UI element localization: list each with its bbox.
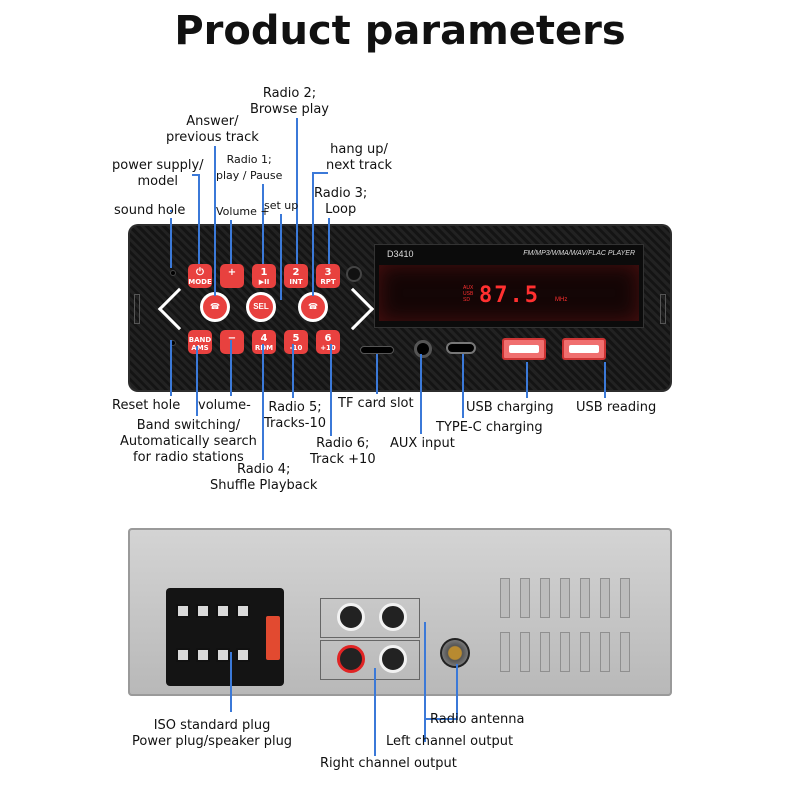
callout-line bbox=[230, 220, 232, 264]
display-modes: AUX USB SD bbox=[463, 285, 474, 303]
callout-line bbox=[526, 362, 528, 398]
label-right-channel: Right channel output bbox=[320, 756, 457, 771]
model-number: D3410 bbox=[387, 249, 414, 259]
callout-line bbox=[214, 146, 216, 296]
rca-block-bottom bbox=[320, 640, 420, 680]
callout-line bbox=[328, 218, 330, 264]
callout-line bbox=[170, 210, 172, 212]
aux-input-port[interactable] bbox=[414, 340, 432, 358]
callout-line bbox=[462, 354, 464, 418]
label-left-channel: Left channel output bbox=[386, 734, 514, 749]
callout-line bbox=[230, 652, 232, 712]
callout-line bbox=[374, 668, 376, 756]
band-ams-button[interactable]: BAND AMS bbox=[188, 330, 212, 354]
preset-6-button[interactable]: 6 +10 bbox=[316, 330, 340, 354]
frequency-unit: MHz bbox=[555, 297, 568, 303]
callout-line bbox=[170, 218, 172, 268]
chevron-right-icon bbox=[331, 287, 375, 331]
select-button[interactable]: SEL bbox=[246, 292, 276, 322]
callout-line bbox=[312, 172, 328, 174]
rca-jack[interactable] bbox=[337, 645, 365, 673]
callout-line bbox=[292, 344, 294, 398]
right-bracket-slot bbox=[660, 294, 666, 324]
chevron-left-icon bbox=[157, 287, 201, 331]
label-radio5: Radio 5; Tracks-10 bbox=[264, 400, 327, 431]
lcd-display: D3410 FM/MP3/WMA/WAV/FLAC PLAYER AUX USB… bbox=[374, 244, 644, 328]
callout-line bbox=[262, 344, 264, 460]
label-sound-hole: sound hole bbox=[114, 203, 186, 218]
callout-line bbox=[424, 718, 458, 720]
preset-2-button[interactable]: 2 INT bbox=[284, 264, 308, 288]
callout-line bbox=[198, 176, 200, 264]
preset-3-button[interactable]: 3 RPT bbox=[316, 264, 340, 288]
preset-5-button[interactable]: 5 -10 bbox=[284, 330, 308, 354]
player-formats: FM/MP3/WMA/WAV/FLAC PLAYER bbox=[523, 250, 635, 257]
label-reset-hole: Reset hole bbox=[112, 398, 181, 413]
label-power: power supply/ model bbox=[112, 158, 204, 189]
callout-line bbox=[170, 340, 172, 396]
preset-4-button[interactable]: 4 RDM bbox=[252, 330, 276, 354]
power-icon: ⏻ bbox=[196, 267, 204, 278]
label-radio2: Radio 2; Browse play bbox=[250, 86, 329, 117]
label-setup: set up bbox=[264, 199, 299, 212]
antenna-port[interactable] bbox=[440, 638, 470, 668]
volume-up-button[interactable]: + bbox=[220, 264, 244, 288]
label-answer: Answer/ previous track bbox=[166, 114, 259, 145]
answer-call-button[interactable]: ☎ bbox=[200, 292, 230, 322]
sound-hole bbox=[170, 270, 176, 276]
hang-up-call-button[interactable]: ☎ bbox=[298, 292, 328, 322]
label-iso: ISO standard plug Power plug/speaker plu… bbox=[132, 718, 293, 749]
label-tf-slot: TF card slot bbox=[338, 396, 414, 411]
rca-block-top bbox=[320, 598, 420, 638]
type-c-port[interactable] bbox=[446, 342, 476, 354]
label-radio1: Radio 1; play / Pause bbox=[216, 153, 283, 182]
rca-jack[interactable] bbox=[379, 603, 407, 631]
label-radio4: Radio 4; Shuffle Playback bbox=[210, 462, 318, 493]
display-screen bbox=[379, 265, 639, 321]
callout-line bbox=[192, 174, 200, 176]
preset-1-button[interactable]: 1 ▶II bbox=[252, 264, 276, 288]
frequency-readout: 87.5 bbox=[479, 283, 540, 308]
callout-line bbox=[196, 346, 198, 416]
callout-line bbox=[230, 340, 232, 396]
callout-line bbox=[330, 344, 332, 436]
left-bracket-slot bbox=[134, 294, 140, 324]
page-title: Product parameters bbox=[174, 8, 626, 54]
callout-line bbox=[262, 184, 264, 264]
front-panel: ⏻ MODE + 1 ▶II 2 INT 3 RPT ☎ SEL ☎ BAND … bbox=[128, 224, 672, 392]
callout-line bbox=[604, 362, 606, 398]
mic-knob bbox=[346, 266, 362, 282]
usb-reading-port[interactable] bbox=[562, 338, 606, 360]
label-aux: AUX input bbox=[390, 436, 455, 451]
rca-jack[interactable] bbox=[337, 603, 365, 631]
callout-line bbox=[420, 354, 422, 434]
label-volume-plus: Volume + bbox=[216, 205, 270, 218]
label-hangup: hang up/ next track bbox=[326, 142, 393, 173]
usb-charging-port[interactable] bbox=[502, 338, 546, 360]
callout-line bbox=[312, 174, 314, 296]
label-radio3: Radio 3; Loop bbox=[314, 186, 368, 217]
label-volume-minus: volume- bbox=[198, 398, 251, 413]
label-typec: TYPE-C charging bbox=[436, 420, 543, 435]
rca-jack[interactable] bbox=[379, 645, 407, 673]
callout-line bbox=[376, 354, 378, 394]
callout-line bbox=[296, 118, 298, 264]
label-usb-charging: USB charging bbox=[466, 400, 554, 415]
volume-down-button[interactable]: − bbox=[220, 330, 244, 354]
callout-line bbox=[456, 664, 458, 720]
label-antenna: Radio antenna bbox=[430, 712, 525, 727]
iso-connector[interactable] bbox=[166, 588, 284, 686]
label-radio6: Radio 6; Track +10 bbox=[310, 436, 376, 467]
tf-card-slot[interactable] bbox=[360, 346, 394, 354]
label-usb-reading: USB reading bbox=[576, 400, 657, 415]
rear-panel bbox=[128, 528, 672, 696]
fuse bbox=[266, 616, 280, 660]
mode-button[interactable]: ⏻ MODE bbox=[188, 264, 212, 288]
callout-line bbox=[280, 214, 282, 300]
label-band: Band switching/ Automatically search for… bbox=[120, 418, 257, 465]
callout-line bbox=[424, 622, 426, 742]
